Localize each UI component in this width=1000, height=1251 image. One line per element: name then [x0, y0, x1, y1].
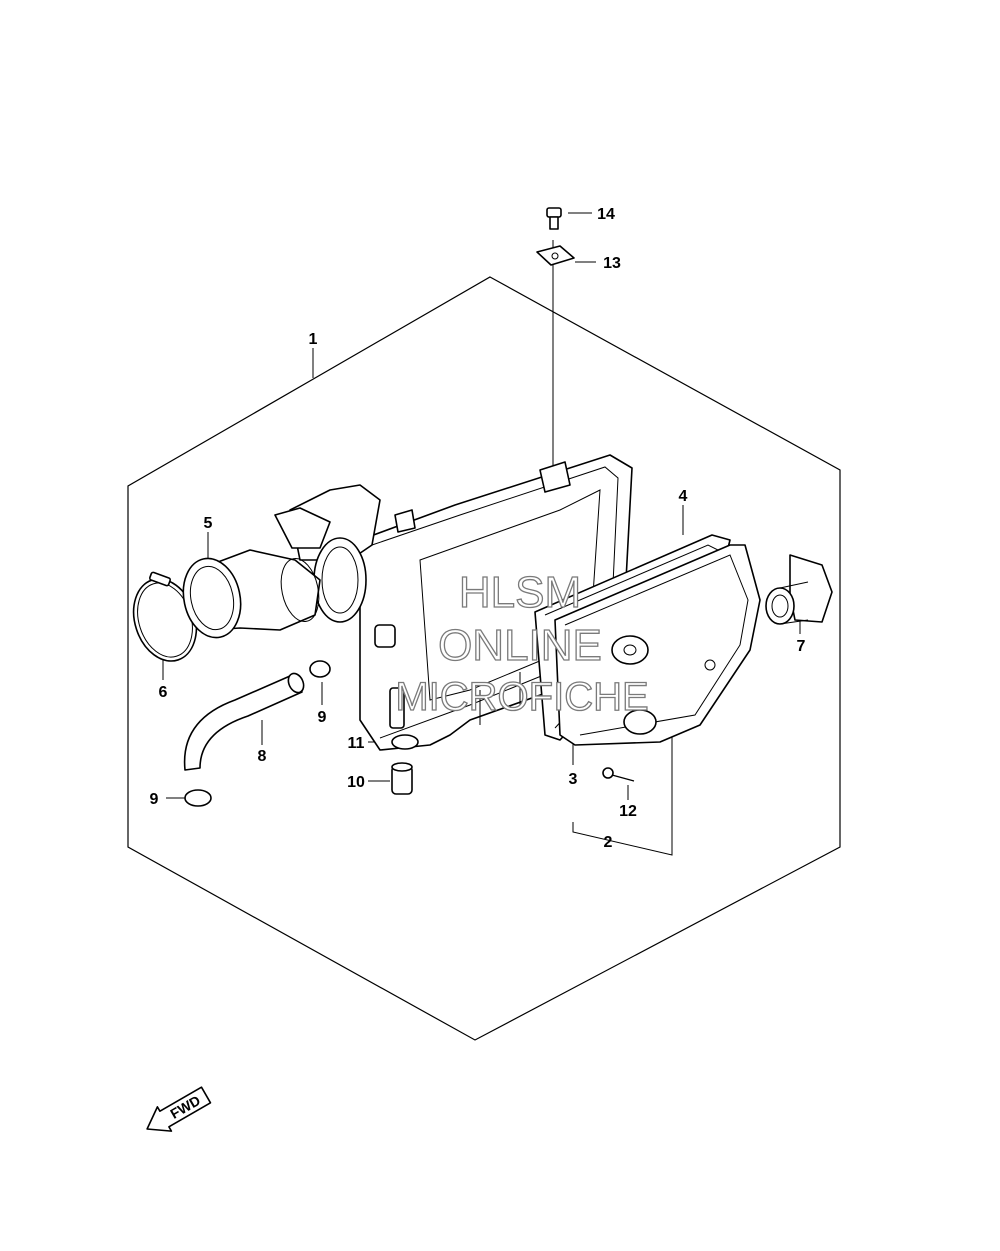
watermark-line-1: HLSM — [459, 568, 581, 617]
callout-13: 13 — [603, 255, 621, 272]
bolt — [546, 207, 562, 230]
watermark: HLSM ONLINE MICROFICHE — [395, 567, 650, 719]
callout-3: 3 — [569, 771, 578, 788]
nut — [536, 245, 575, 266]
screw — [602, 767, 635, 782]
intake-pipe — [182, 549, 321, 639]
callout-labels: 1 2 3 4 5 6 7 8 9 9 10 11 12 13 14 — [150, 206, 806, 851]
callout-2: 2 — [604, 834, 613, 851]
inlet-duct — [765, 554, 833, 625]
callout-11: 11 — [348, 735, 365, 752]
callout-14: 14 — [597, 206, 615, 223]
callout-9-lower: 9 — [150, 791, 159, 808]
callout-5: 5 — [204, 515, 213, 532]
watermark-line-3: MICROFICHE — [395, 675, 648, 719]
drain-plug — [391, 762, 413, 795]
callout-4: 4 — [679, 488, 688, 505]
callout-1: 1 — [309, 331, 318, 348]
element-cap — [554, 544, 761, 746]
hose-clip — [184, 660, 419, 807]
callout-9-upper: 9 — [318, 709, 327, 726]
callout-10: 10 — [347, 774, 365, 791]
watermark-line-2: ONLINE — [438, 621, 602, 670]
callout-12: 12 — [619, 803, 637, 820]
callout-6: 6 — [159, 684, 168, 701]
drain-hose — [183, 672, 305, 771]
callout-7: 7 — [797, 638, 806, 655]
assembly-outline — [127, 276, 841, 1041]
callout-8: 8 — [258, 748, 267, 765]
forward-direction-arrow: FWD — [146, 1086, 212, 1132]
